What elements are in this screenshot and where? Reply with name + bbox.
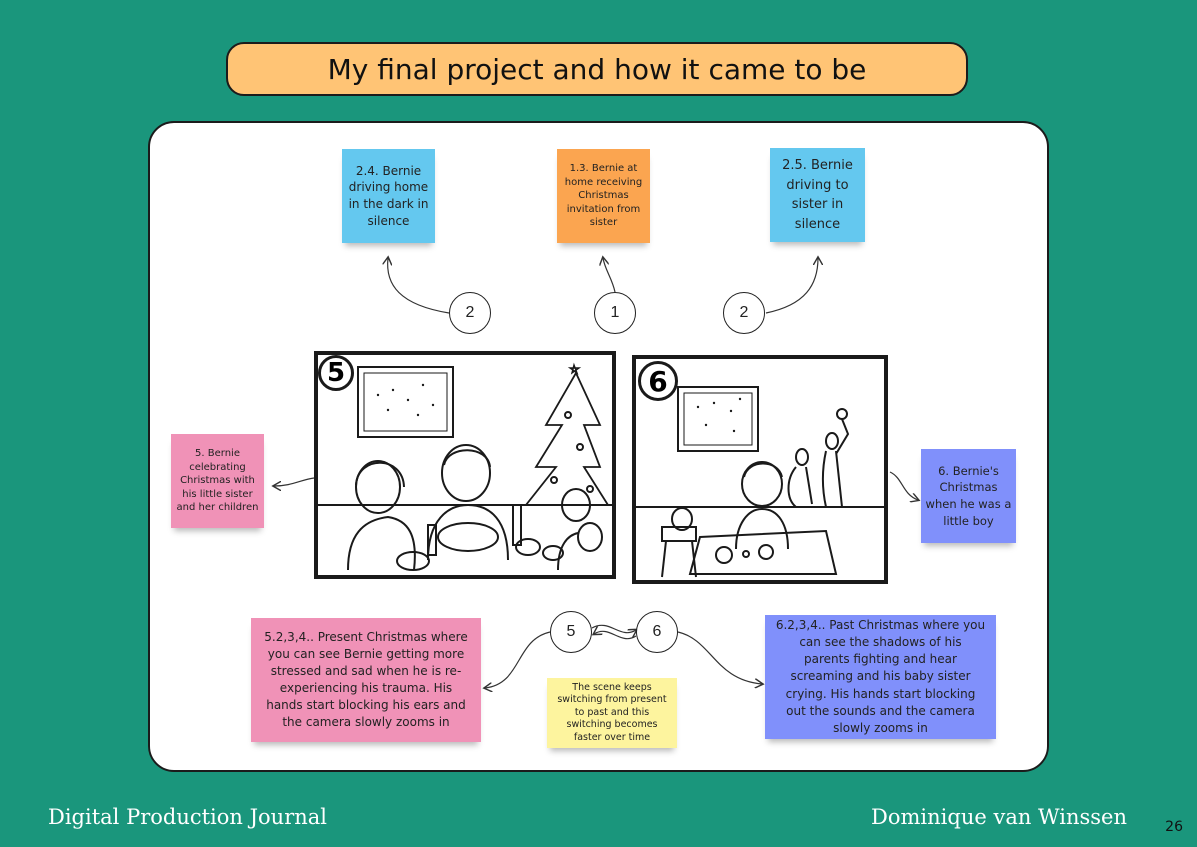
arrow-to-note-2-4	[388, 258, 450, 314]
page-title: My final project and how it came to be	[226, 42, 968, 96]
arrow-to-note-6	[889, 471, 918, 500]
page-number: 26	[1165, 819, 1183, 835]
arrow-to-note-5	[274, 477, 315, 486]
note-2-5: 2.5. Bernie driving to sister in silence	[770, 148, 865, 242]
step-circle-6: 6	[636, 611, 678, 653]
note-scene-switch: The scene keeps switching from present t…	[547, 678, 677, 748]
panel-6-sketch	[636, 386, 884, 578]
panel-5-sketch	[318, 362, 612, 571]
arrow-to-note-6-2	[677, 631, 762, 684]
arrow-to-note-1-3	[603, 258, 616, 293]
arrow-to-note-5-2	[485, 631, 551, 688]
note-2-4: 2.4. Bernie driving home in the dark in …	[342, 149, 435, 243]
step-circle-2-left: 2	[449, 292, 491, 334]
storyboard-panel-5: 5	[314, 351, 616, 579]
panel-6-number: 6	[638, 361, 678, 401]
panel-5-number: 5	[318, 355, 354, 391]
step-circle-1: 1	[594, 292, 636, 334]
note-6-2: 6.2,3,4.. Past Christmas where you can s…	[765, 615, 996, 739]
footer-journal-title: Digital Production Journal	[48, 805, 327, 829]
note-5-2: 5.2,3,4.. Present Christmas where you ca…	[251, 618, 481, 742]
arrow-to-note-2-5	[765, 258, 818, 314]
step-circle-5: 5	[550, 611, 592, 653]
step-circle-2-right: 2	[723, 292, 765, 334]
arrow-6-to-5	[594, 631, 637, 640]
note-5: 5. Bernie celebrating Christmas with his…	[171, 434, 264, 528]
note-6: 6. Bernie's Christmas when he was a litt…	[921, 449, 1016, 543]
note-1-3: 1.3. Bernie at home receiving Christmas …	[557, 149, 650, 243]
storyboard-panel-6: 6	[632, 355, 888, 584]
footer-author: Dominique van Winssen	[871, 805, 1127, 829]
